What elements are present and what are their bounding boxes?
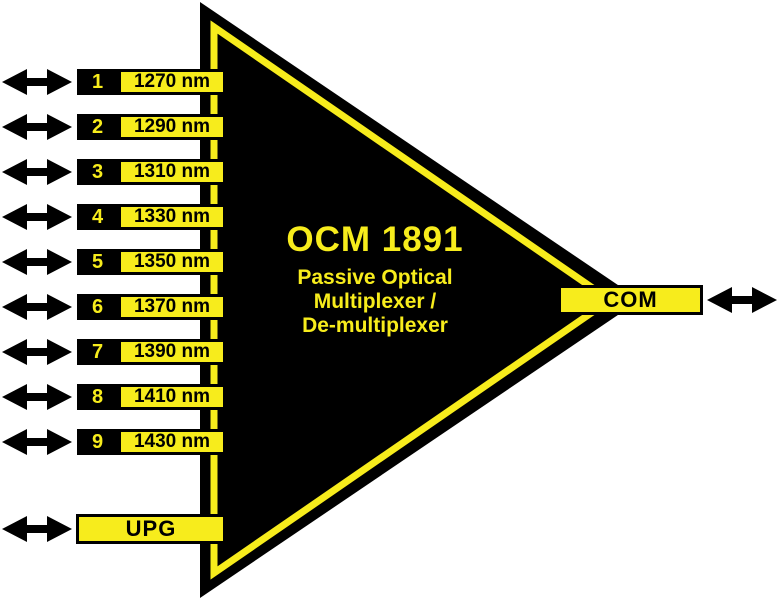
channel-port-number: 2 [91, 116, 104, 138]
channel-row: 5 1350 nm [0, 249, 240, 275]
device-description-line-2: Multiplexer / [313, 290, 437, 313]
channel-wavelength-label: 1430 nm [118, 429, 226, 455]
channel-row: 2 1290 nm [0, 114, 240, 140]
channel-port-bar: 7 1390 nm [77, 339, 232, 365]
channel-wavelength-label: 1270 nm [118, 69, 226, 95]
channel-row: 8 1410 nm [0, 384, 240, 410]
channel-row: 1 1270 nm [0, 69, 240, 95]
device-title-block: OCM 1891 Passive Optical Multiplexer / D… [232, 221, 518, 338]
bidirectional-arrow-icon [2, 114, 72, 140]
channel-wavelength-label: 1330 nm [118, 204, 226, 230]
upg-port-row: UPG [0, 514, 240, 544]
bidirectional-arrow-icon [2, 69, 72, 95]
channel-wavelength-label: 1310 nm [118, 159, 226, 185]
channel-port-bar: 2 1290 nm [77, 114, 232, 140]
channel-port-bar: 9 1430 nm [77, 429, 232, 455]
bidirectional-arrow-icon [2, 516, 72, 542]
device-description-line-1: Passive Optical [297, 266, 453, 289]
channel-port-bar: 4 1330 nm [77, 204, 232, 230]
bidirectional-arrow-icon [2, 384, 72, 410]
channel-wavelength-label: 1390 nm [118, 339, 226, 365]
bidirectional-arrow-icon [707, 287, 777, 313]
channel-port-number: 1 [91, 71, 104, 93]
bidirectional-arrow-icon [2, 204, 72, 230]
channel-wavelength-label: 1350 nm [118, 249, 226, 275]
bidirectional-arrow-icon [2, 294, 72, 320]
channel-port-bar: 6 1370 nm [77, 294, 232, 320]
upg-port-label: UPG [76, 514, 226, 544]
channel-port-number: 3 [91, 161, 104, 183]
channel-port-number: 8 [91, 386, 104, 408]
channel-row: 4 1330 nm [0, 204, 240, 230]
channel-wavelength-label: 1410 nm [118, 384, 226, 410]
com-port-label: COM [558, 285, 703, 315]
channel-port-number: 4 [91, 206, 104, 228]
channel-row: 9 1430 nm [0, 429, 240, 455]
channel-port-number: 5 [91, 251, 104, 273]
channel-port-bar: 3 1310 nm [77, 159, 232, 185]
device-description-line-3: De-multiplexer [302, 314, 448, 337]
channel-port-bar: 8 1410 nm [77, 384, 232, 410]
channel-port-bar: 1 1270 nm [77, 69, 232, 95]
channel-row: 3 1310 nm [0, 159, 240, 185]
channel-port-number: 9 [91, 431, 104, 453]
channel-port-number: 6 [91, 296, 104, 318]
device-model: OCM 1891 [286, 220, 464, 259]
channel-port-bar: 5 1350 nm [77, 249, 232, 275]
channel-row: 6 1370 nm [0, 294, 240, 320]
channel-wavelength-label: 1290 nm [118, 114, 226, 140]
triangle-body [200, 2, 640, 598]
channel-port-number: 7 [91, 341, 104, 363]
bidirectional-arrow-icon [2, 339, 72, 365]
channel-row: 7 1390 nm [0, 339, 240, 365]
bidirectional-arrow-icon [2, 249, 72, 275]
bidirectional-arrow-icon [2, 429, 72, 455]
channel-wavelength-label: 1370 nm [118, 294, 226, 320]
bidirectional-arrow-icon [2, 159, 72, 185]
